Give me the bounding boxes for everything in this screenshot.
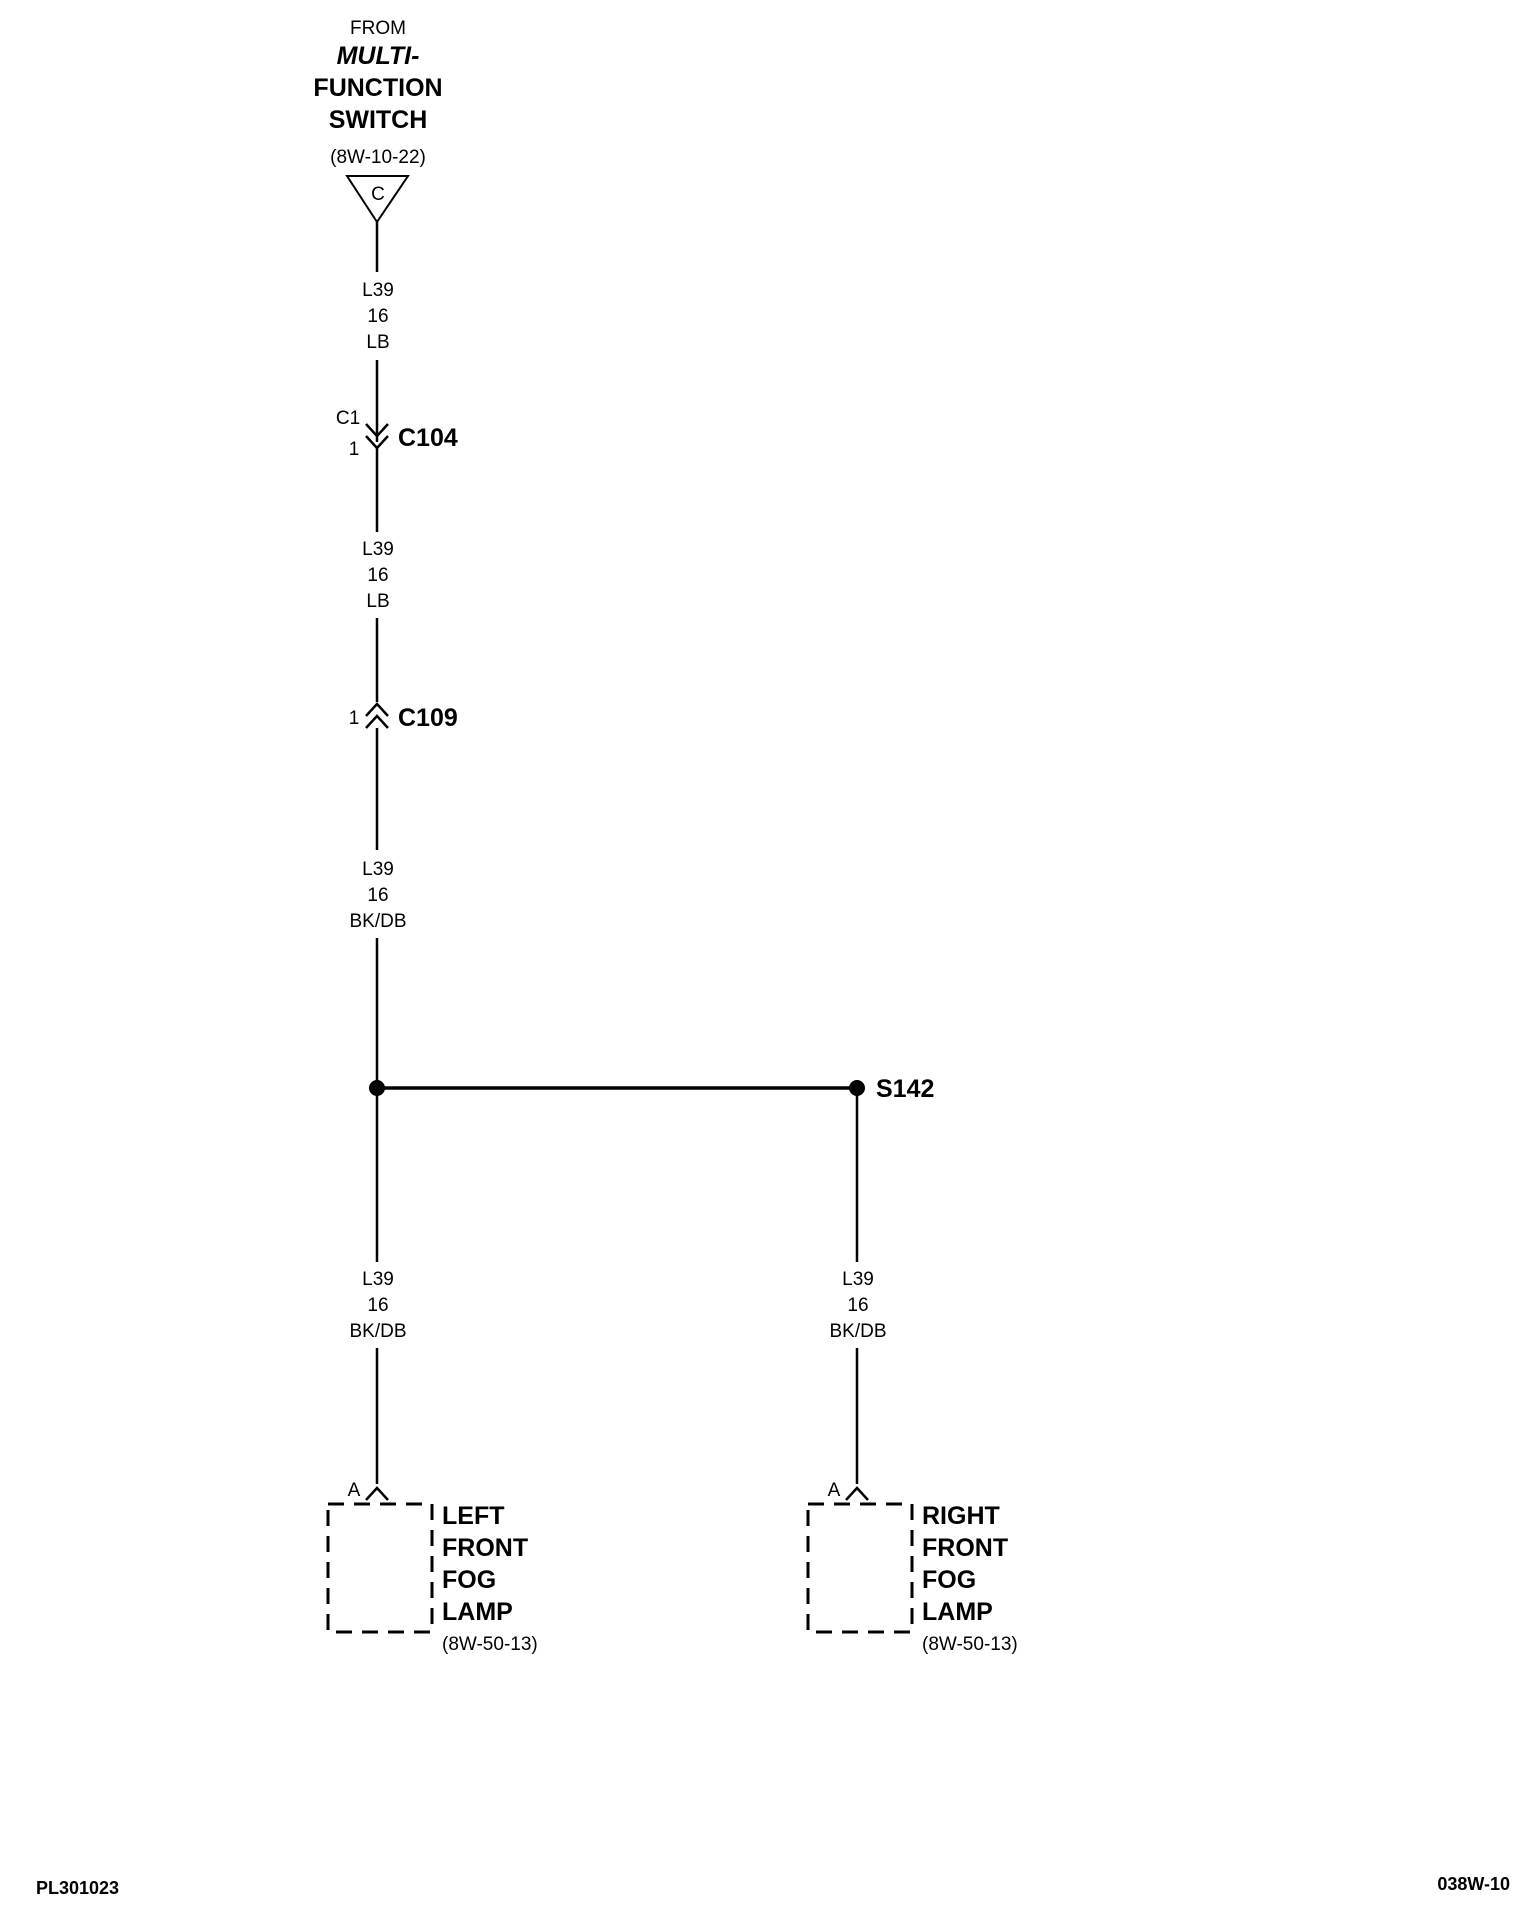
source-name-line3: SWITCH (329, 106, 428, 134)
source-connector-triangle (345, 175, 410, 224)
wire-color: LB (366, 332, 389, 353)
load-name-line2: FRONT (442, 1534, 528, 1562)
footer-left-code: PL301023 (36, 1878, 119, 1898)
wire-label-3: L39 16 BK/DB (349, 859, 406, 932)
splice-name: S142 (876, 1075, 934, 1103)
load-pin: A (348, 1480, 361, 1501)
load-ref: (8W-50-13) (442, 1634, 538, 1655)
load-pin: A (828, 1480, 841, 1501)
wire-gauge: 16 (367, 1295, 388, 1316)
load-name-line3: FOG (922, 1566, 976, 1594)
wire-gauge: 16 (847, 1295, 868, 1316)
load-name-line1: LEFT (442, 1502, 505, 1530)
c104-pin: 1 (349, 439, 360, 460)
wire-color: LB (366, 591, 389, 612)
load-name-line3: FOG (442, 1566, 496, 1594)
wire-label-4: L39 16 BK/DB (349, 1269, 406, 1342)
wire-color: BK/DB (829, 1321, 886, 1342)
wire-label-1: L39 16 LB (362, 280, 394, 353)
load-name-line1: RIGHT (922, 1502, 1000, 1530)
load-connector-chevron (365, 1486, 389, 1501)
right-fog-lamp: A RIGHT FRONT FOG LAMP (8W-50-13) (806, 1480, 1018, 1655)
wire-color: BK/DB (349, 1321, 406, 1342)
source-connector-letter: C (371, 184, 385, 205)
source-name-line1: MULTI- (337, 42, 420, 70)
source-ref: (8W-10-22) (330, 147, 426, 168)
load-component-box (326, 1502, 434, 1634)
splice-s142: S142 (369, 1075, 934, 1103)
wire-gauge: 16 (367, 306, 388, 327)
c109-name: C109 (398, 704, 458, 732)
wire-circuit: L39 (362, 859, 394, 880)
c109-chevron-lower (365, 714, 389, 729)
c109-chevron-upper (365, 702, 389, 717)
wire-color: BK/DB (349, 911, 406, 932)
wire-gauge: 16 (367, 565, 388, 586)
footer-right-code: 038W-10 (1437, 1874, 1510, 1894)
c104-connector: C1 1 C104 (336, 408, 458, 460)
c109-pin: 1 (349, 708, 360, 729)
c104-cavity-label: C1 (336, 408, 360, 429)
c109-connector: 1 C109 (349, 702, 458, 732)
load-name-line2: FRONT (922, 1534, 1008, 1562)
wire-gauge: 16 (367, 885, 388, 906)
load-ref: (8W-50-13) (922, 1634, 1018, 1655)
source-from-label: FROM (350, 18, 406, 39)
load-connector-chevron (845, 1486, 869, 1501)
source-block: FROM MULTI- FUNCTION SWITCH (8W-10-22) C (313, 18, 443, 224)
wire-circuit: L39 (362, 280, 394, 301)
wire-circuit: L39 (362, 539, 394, 560)
c104-name: C104 (398, 424, 458, 452)
load-component-box (806, 1502, 914, 1634)
load-name-line4: LAMP (922, 1598, 993, 1626)
wire-circuit: L39 (842, 1269, 874, 1290)
wire-circuit: L39 (362, 1269, 394, 1290)
load-name-line4: LAMP (442, 1598, 513, 1626)
wire-label-5: L39 16 BK/DB (829, 1269, 886, 1342)
source-name-line2: FUNCTION (313, 74, 442, 102)
left-fog-lamp: A LEFT FRONT FOG LAMP (8W-50-13) (326, 1480, 538, 1655)
c104-chevron-upper (365, 423, 389, 438)
wire-label-2: L39 16 LB (362, 539, 394, 612)
